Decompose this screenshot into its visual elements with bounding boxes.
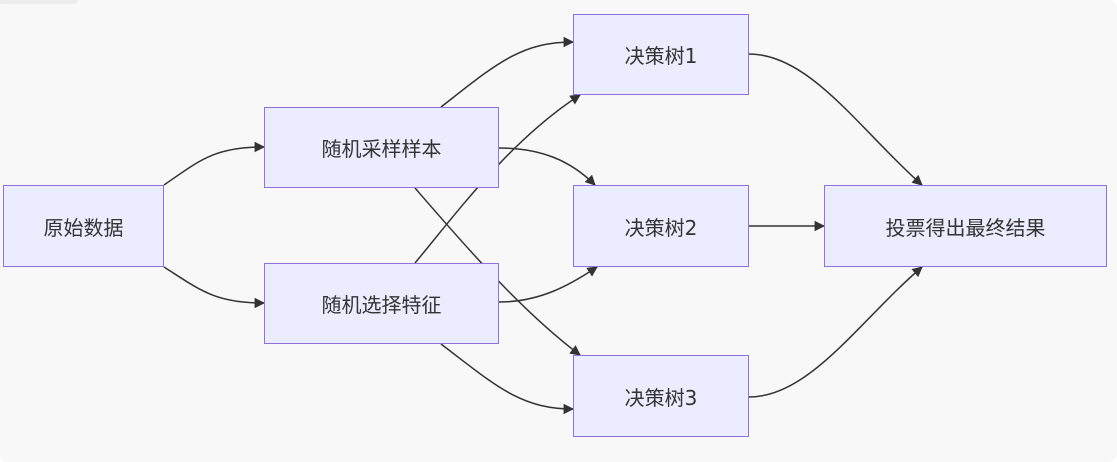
- edge-sample-to-tree2: [498, 147, 596, 186]
- edge-feature-to-tree2: [498, 266, 598, 303]
- node-tree-2[interactable]: 决策树2: [573, 185, 749, 267]
- edge-sample-to-tree1: [440, 36, 575, 108]
- corner-tab: [0, 0, 78, 4]
- edge-tree1-to-vote: [748, 53, 923, 186]
- node-random-sample-label: 随机采样样本: [321, 137, 442, 161]
- edge-feature-to-tree3: [440, 343, 575, 415]
- edge-raw-to-feature: [163, 266, 266, 309]
- node-tree-3-label: 决策树3: [624, 385, 698, 410]
- edge-tree3-to-vote: [748, 266, 923, 398]
- node-tree-2-label: 决策树2: [624, 215, 698, 240]
- node-random-feature-label: 随机选择特征: [321, 293, 442, 317]
- node-tree-1-label: 决策树1: [624, 44, 698, 68]
- node-random-feature[interactable]: 随机选择特征: [264, 263, 499, 344]
- edge-raw-to-sample: [163, 141, 266, 186]
- node-vote-result-label: 投票得出最终结果: [885, 215, 1046, 240]
- node-tree-3[interactable]: 决策树3: [573, 355, 749, 437]
- node-tree-1[interactable]: 决策树1: [573, 14, 749, 95]
- node-raw-data[interactable]: 原始数据: [3, 185, 164, 267]
- node-vote-result[interactable]: 投票得出最终结果: [824, 185, 1107, 267]
- node-random-sample[interactable]: 随机采样样本: [264, 107, 499, 188]
- node-raw-data-label: 原始数据: [43, 215, 124, 240]
